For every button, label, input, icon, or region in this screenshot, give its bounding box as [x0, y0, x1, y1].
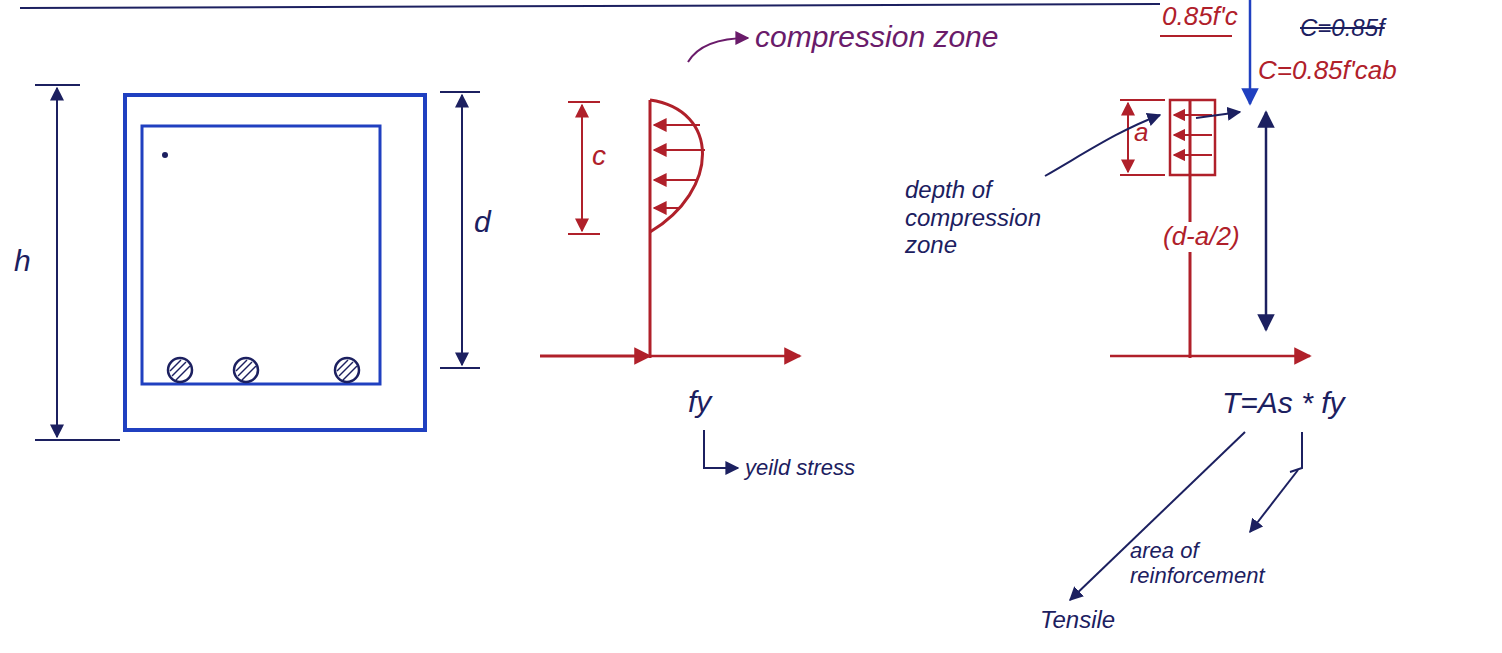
dimension-label: h — [14, 244, 31, 279]
force-formula: T=As * fy — [1222, 386, 1345, 421]
callout-note: depth of compression zone — [905, 176, 1075, 259]
force-formula: C=0.85f'cab — [1258, 56, 1397, 86]
stress-value: 0.85f'c — [1162, 2, 1238, 32]
callout-note: Tensile — [1040, 606, 1115, 634]
callout-note: yeild stress — [745, 455, 855, 480]
dimension-label: c — [592, 140, 606, 172]
lever-arm-label: (d-a/2) — [1160, 222, 1243, 252]
dimension-label: a — [1134, 118, 1148, 148]
dimension-label: d — [474, 205, 491, 240]
callout-note: compression zone — [755, 20, 998, 55]
stress-label: fy — [688, 385, 711, 420]
callout-note: area of reinforcement — [1130, 538, 1300, 589]
struck-formula: C=0.85f — [1300, 14, 1385, 42]
